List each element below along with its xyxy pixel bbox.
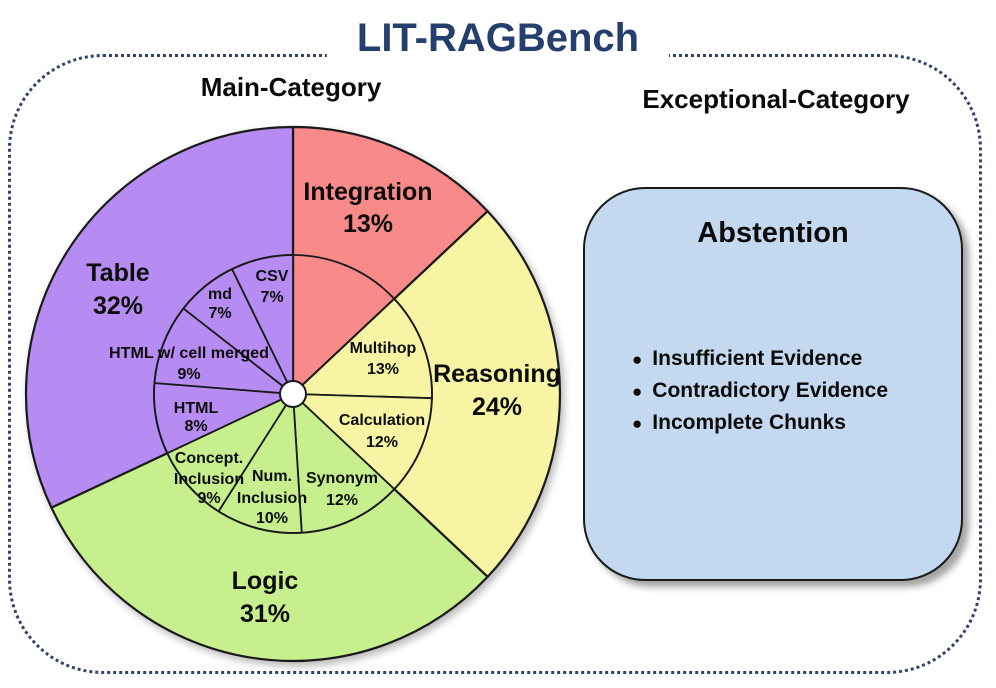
bullet-icon: ● bbox=[632, 413, 643, 433]
abstention-bullet-item: ● Incomplete Chunks bbox=[632, 407, 888, 439]
bullet-icon: ● bbox=[632, 381, 643, 401]
page-title: LIT-RAGBench bbox=[326, 14, 670, 63]
abstention-list: ● Insufficient Evidence ● Contradictory … bbox=[632, 343, 888, 439]
abstention-box: Abstention ● Insufficient Evidence ● Con… bbox=[583, 187, 963, 581]
bullet-icon: ● bbox=[632, 349, 643, 369]
main-category-heading: Main-Category bbox=[200, 72, 382, 102]
abstention-bullet-label: Insufficient Evidence bbox=[652, 347, 863, 370]
abstention-bullet-label: Contradictory Evidence bbox=[652, 379, 889, 402]
abstention-bullet-label: Incomplete Chunks bbox=[652, 411, 846, 434]
inner-ring-outline bbox=[153, 254, 433, 534]
pie-center-hole bbox=[279, 380, 307, 408]
abstention-bullet-item: ● Contradictory Evidence bbox=[632, 375, 888, 407]
abstention-title: Abstention bbox=[697, 217, 849, 249]
abstention-bullet-item: ● Insufficient Evidence bbox=[632, 343, 888, 375]
exceptional-category-heading: Exceptional-Category bbox=[642, 84, 910, 114]
pie-segment-integration bbox=[291, 125, 489, 396]
